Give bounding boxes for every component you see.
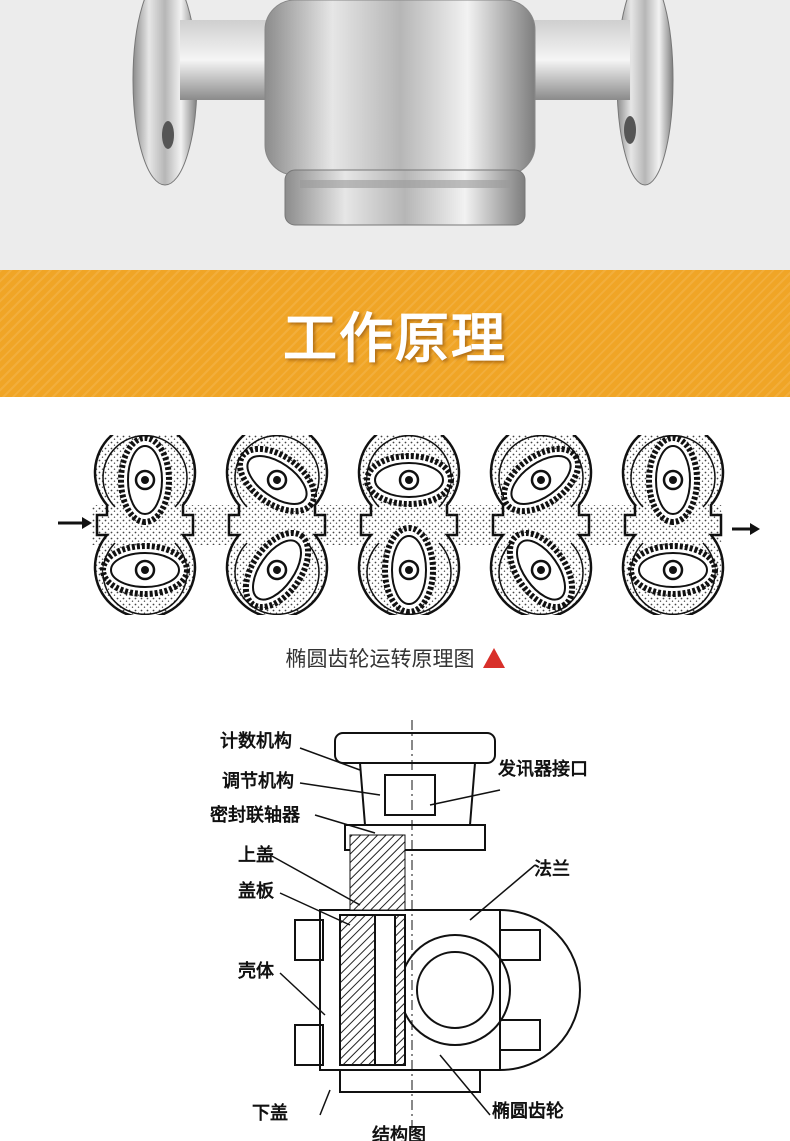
gear-stage: [489, 421, 593, 619]
structure-caption: 结构图: [372, 1125, 426, 1141]
gear-stage: [357, 421, 461, 619]
product-photo: [0, 0, 790, 270]
structure-svg: [269, 720, 581, 1135]
gear-caption-text: 椭圆齿轮运转原理图: [285, 647, 475, 671]
label-oval-gear: 椭圆齿轮: [492, 1101, 564, 1122]
label-top-cover: 上盖: [238, 845, 274, 866]
gear-stages-svg: [58, 421, 760, 619]
label-flange: 法兰: [534, 859, 570, 880]
label-bottom-cover: 下盖: [252, 1103, 288, 1124]
triangle-marker-icon: [482, 648, 505, 668]
gear-stage: [93, 421, 197, 619]
section-banner: 工作原理: [0, 270, 790, 397]
label-housing: 壳体: [238, 961, 274, 982]
gear-principle-diagram: [50, 421, 762, 619]
gear-stage: [225, 421, 329, 619]
label-adjust: 调节机构: [222, 771, 294, 792]
structure-diagram: 计数机构 调节机构 密封联轴器 上盖 盖板 壳体 下盖 发讯器接口 法兰 椭圆齿…: [200, 715, 620, 1141]
section-title: 工作原理: [283, 307, 507, 370]
label-counter: 计数机构: [220, 731, 292, 752]
label-seal-coupling: 密封联轴器: [210, 805, 300, 826]
label-cover-plate: 盖板: [238, 881, 274, 902]
gear-diagram-caption: 椭圆齿轮运转原理图: [0, 643, 790, 673]
label-signal-port: 发讯器接口: [498, 759, 588, 780]
gear-stage: [621, 421, 725, 619]
flowmeter-photo: [132, 0, 674, 226]
